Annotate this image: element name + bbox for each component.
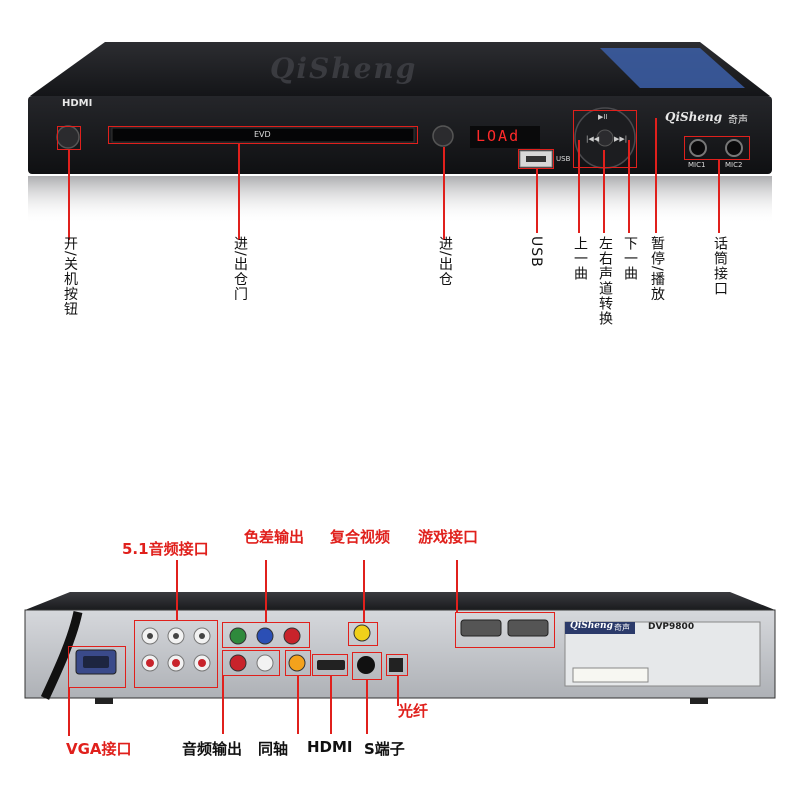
usb-highlight [518,149,554,169]
callout-power: 开/关机按钮 [62,236,78,317]
callout-svideo: S端子 [364,740,405,758]
callout-usb: USB [528,236,544,268]
mic-highlight [684,136,750,160]
hdmi-highlight [312,654,348,676]
power-highlight [57,126,81,150]
svg-text:▶▶|: ▶▶| [614,135,627,143]
optical-highlight [386,654,408,676]
svg-text:▶II: ▶II [598,113,608,121]
display-readout: LOAd [476,127,521,145]
callout-tray: 进/出仓门 [232,236,248,302]
front-brand-cn: 奇声 [728,115,748,126]
rear-lid [25,592,775,610]
callout-game: 游戏接口 [418,528,479,546]
tray-label: EVD [254,130,271,139]
tray-highlight [108,126,418,144]
top-brand-logo: QiSheng [270,52,418,85]
mic2-label: MIC2 [725,161,743,169]
composite-highlight [348,622,378,646]
callout-hdmi: HDMI [307,738,353,756]
callout-composite: 复合视频 [330,528,391,546]
component-highlight [222,622,310,648]
audio51-highlight [134,620,218,688]
audio-out-highlight [222,650,280,676]
rear-brand-logo: QiSheng [570,621,613,631]
front-device-image: ▶II |◀◀ ▶▶| [28,42,772,224]
rear-model: DVP9800 [648,622,695,632]
callout-mic: 话筒接口 [712,236,728,296]
mic1-label: MIC1 [688,161,706,169]
callout-audio-channel: 左右声道转换 [597,236,613,326]
callout-component: 色差输出 [244,528,305,546]
callout-audio-out: 音频输出 [182,740,243,758]
callout-audio51: 5.1音频接口 [122,540,209,558]
dial-highlight [573,110,637,168]
svg-text:|◀◀: |◀◀ [586,135,600,143]
front-device-view: ▶II |◀◀ ▶▶| QiSheng HDMI EVD LOAd QiShen… [0,0,800,340]
device-top-lid [30,42,770,96]
callout-play-pause: 暂停/播放 [649,236,665,302]
vga-highlight [68,646,126,688]
hdmi-logo: HDMI [62,98,93,109]
callout-optical: 光纤 [398,702,429,720]
coax-highlight [285,650,311,676]
callout-coax: 同轴 [258,740,289,758]
svideo-highlight [352,652,382,680]
callout-prev: 上一曲 [572,236,588,281]
rear-device-view: QiSheng 奇声 DVP9800 5.1音频接口 色差输出 复合视频 游戏接… [0,500,800,800]
front-brand-logo: QiSheng [665,110,723,124]
device-reflection [28,176,772,224]
rear-brand-cn: 奇声 [614,623,630,632]
callout-vga: VGA接口 [66,740,132,758]
rear-device-image [24,592,776,704]
callout-next: 下一曲 [622,236,638,281]
game-highlight [455,612,555,648]
callout-eject: 进/出仓 [437,236,453,287]
usb-port-label: USB [556,155,571,163]
